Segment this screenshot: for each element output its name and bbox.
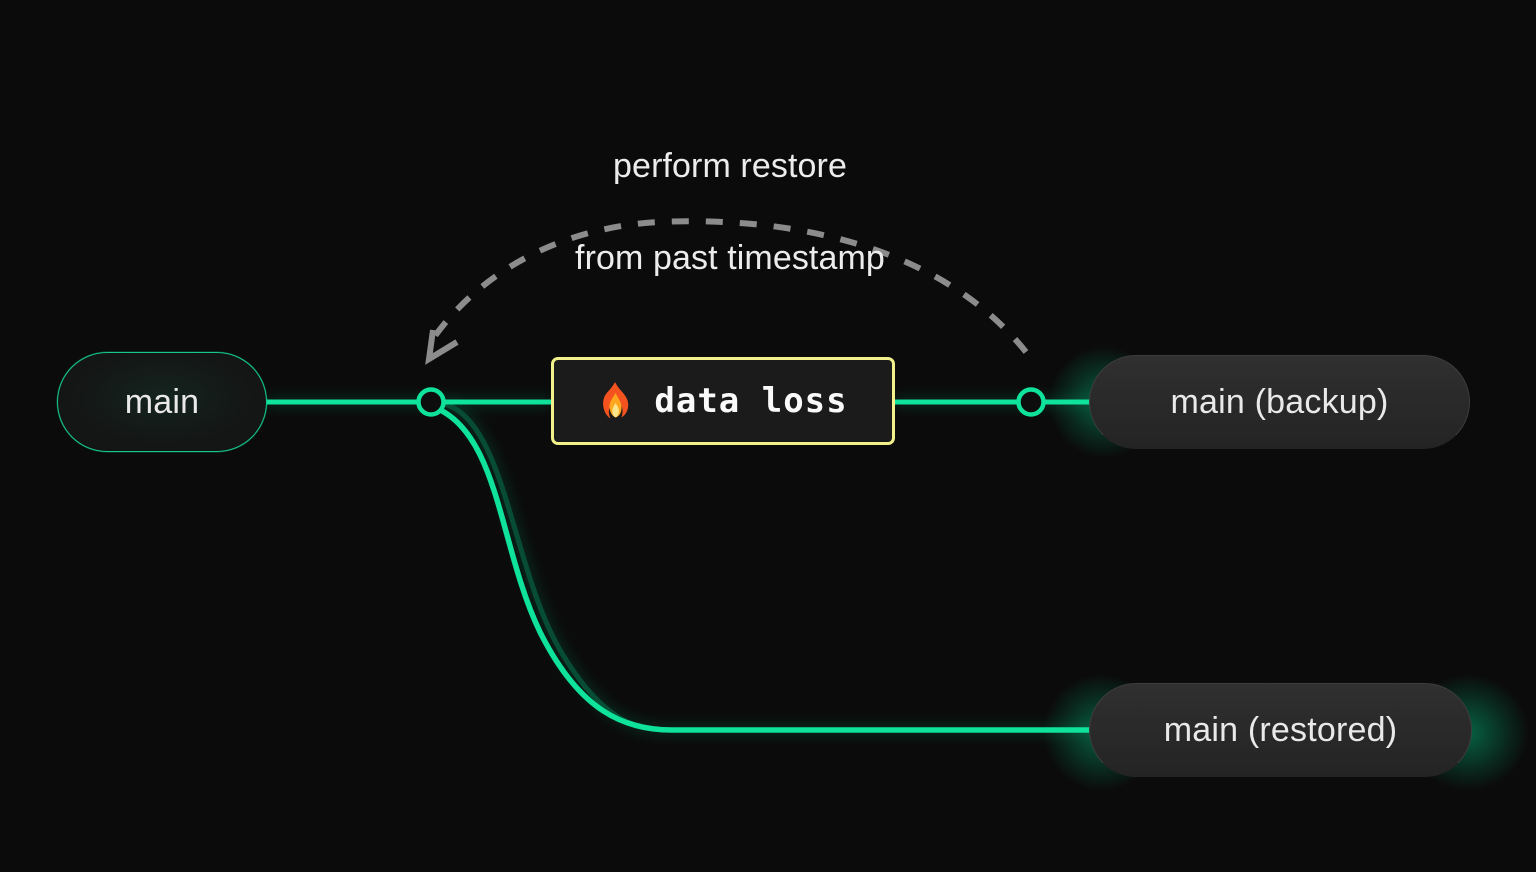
node-main-label: main	[124, 382, 200, 421]
node-main-restored-label: main (restored)	[1163, 710, 1398, 749]
restore-arrowhead-icon	[425, 329, 459, 365]
annotation-line-1: perform restore	[613, 147, 847, 185]
restore-annotation-label: perform restore from past timestamp	[0, 97, 1460, 327]
edge-branch-to-restored	[428, 403, 1099, 733]
event-box-label: data loss	[654, 381, 848, 421]
event-box-data-loss[interactable]: data loss	[551, 357, 895, 445]
node-main-backup[interactable]: main (backup)	[1089, 355, 1470, 449]
fire-icon	[598, 381, 632, 421]
junction-backup-point	[1016, 387, 1046, 417]
annotation-line-2: from past timestamp	[575, 239, 885, 277]
node-main-backup-label: main (backup)	[1170, 382, 1389, 421]
junction-branch-point	[416, 387, 446, 417]
node-main[interactable]: main	[0, 293, 326, 511]
node-main-restored[interactable]: main (restored)	[1089, 683, 1472, 777]
